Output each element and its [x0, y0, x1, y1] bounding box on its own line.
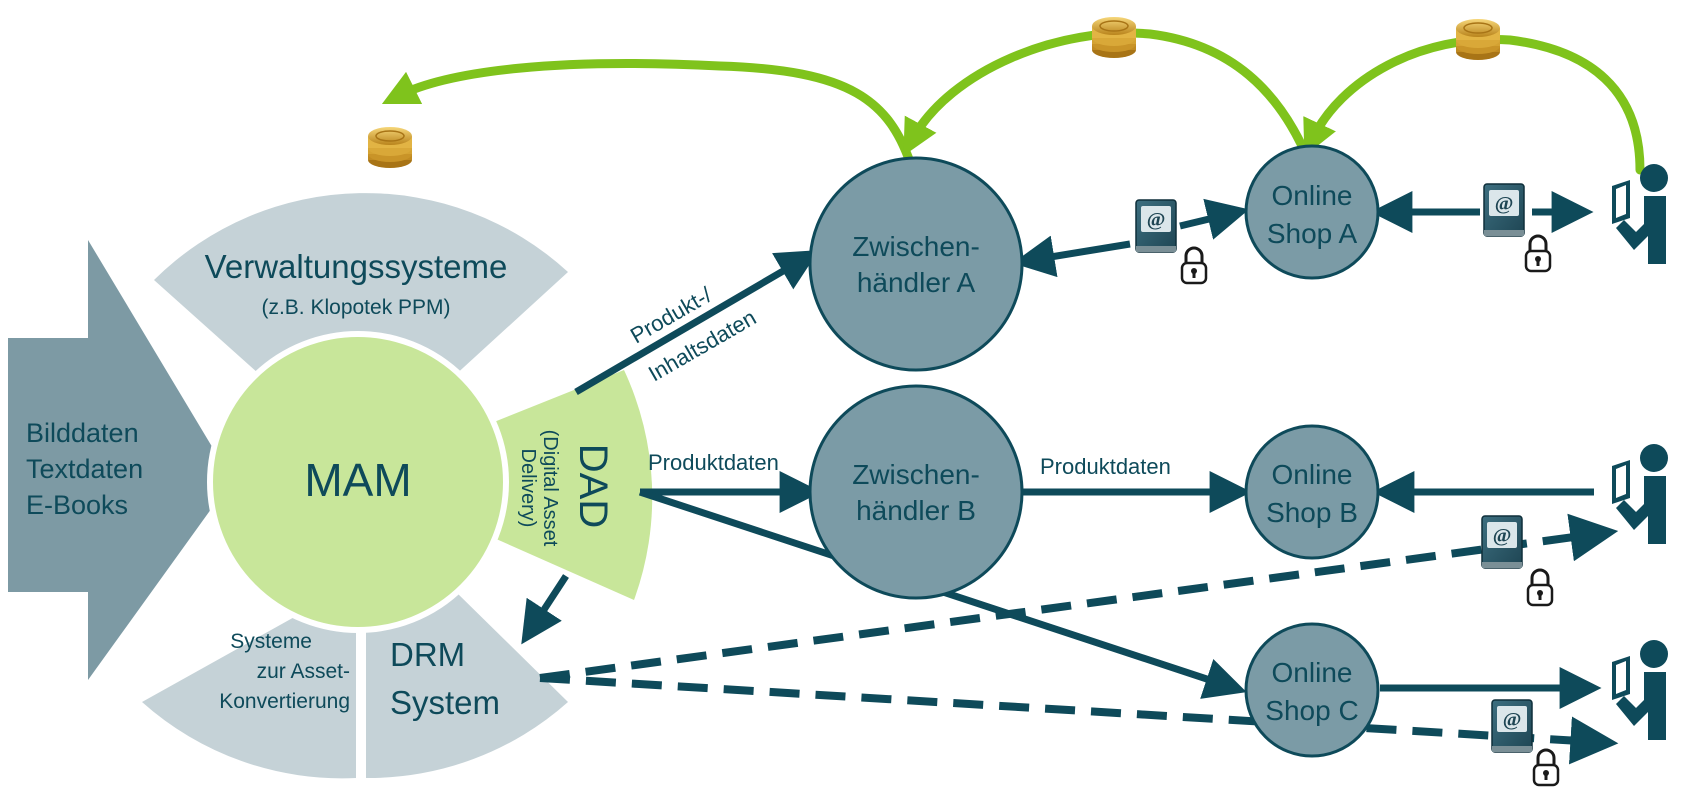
- ebook-at-icon-1: [1135, 199, 1177, 253]
- dad-title: DAD: [571, 444, 615, 528]
- arrow-dad-to-drm: [521, 574, 569, 645]
- shop-b-line-2: Shop B: [1266, 497, 1358, 528]
- arrow-shop-a-to-zw-a: [1012, 235, 1131, 278]
- konvertierung-line-2: zur Asset-: [257, 660, 350, 683]
- flow-label-produktdaten-b: Produktdaten: [1040, 454, 1171, 479]
- padlock-icon-4: [1532, 748, 1560, 787]
- node-online-shop-b: Online Shop B: [1244, 424, 1380, 560]
- zw-a-line-2: händler A: [857, 267, 976, 298]
- padlock-icon-2: [1524, 234, 1552, 273]
- shop-c-line-1: Online: [1272, 657, 1353, 688]
- input-line-3: E-Books: [26, 490, 128, 520]
- reader-person-icon-a: [1612, 164, 1668, 264]
- sector-verwaltung: [154, 193, 568, 382]
- money-arrow-to-shop-a: [1303, 34, 1645, 175]
- drm-delivery-arrows: [539, 513, 1619, 765]
- dashed-arrow-to-reader-c: [539, 674, 1619, 765]
- verwaltung-title: Verwaltungssysteme: [205, 248, 508, 285]
- arrow-mam-to-zw-a: [574, 250, 819, 396]
- shop-a-line-2: Shop A: [1267, 218, 1358, 249]
- shop-a-line-1: Online: [1272, 180, 1353, 211]
- konvertierung-line-3: Konvertierung: [219, 690, 350, 713]
- ebook-at-icon-2: [1483, 183, 1525, 237]
- money-flow-arrows: [381, 28, 1645, 175]
- dashed-arrow-to-reader-b: [539, 513, 1619, 682]
- input-line-1: Bilddaten: [26, 418, 139, 448]
- mam-label: MAM: [304, 454, 411, 506]
- mam-circle: [207, 331, 509, 633]
- input-arrow: Bilddaten Textdaten E-Books: [8, 240, 232, 680]
- node-online-shop-c: Online Shop C: [1244, 622, 1380, 758]
- coin-stack-icon-3: [1455, 18, 1501, 61]
- flow-label-produktdaten-dad: Produktdaten: [648, 450, 779, 475]
- mam-sectors: [142, 193, 653, 779]
- ebook-at-icon-4: [1491, 699, 1533, 753]
- padlock-icon-1: [1180, 246, 1208, 285]
- money-arrow-to-zw-a: [903, 28, 1315, 169]
- sector-konvertierung: [142, 596, 356, 779]
- verwaltung-subtitle: (z.B. Klopotek PPM): [261, 296, 450, 319]
- drm-line-1: DRM: [390, 636, 465, 673]
- konvertierung-line-1: Systeme: [230, 630, 312, 653]
- sector-drm: [366, 590, 568, 779]
- zw-b-line-2: händler B: [856, 495, 976, 526]
- node-zwischenhaendler-a: Zwischen- händler A: [808, 156, 1024, 372]
- reader-person-icon-c: [1612, 640, 1668, 740]
- reader-person-icon-b: [1612, 444, 1668, 544]
- node-online-shop-a: Online Shop A: [1244, 144, 1380, 280]
- input-line-2: Textdaten: [26, 454, 143, 484]
- dad-sub-line-2: Delivery): [517, 449, 539, 528]
- zw-b-line-1: Zwischen-: [852, 459, 980, 490]
- shop-b-line-1: Online: [1272, 459, 1353, 490]
- node-zwischenhaendler-b: Zwischen- händler B: [808, 384, 1024, 600]
- dad-sub-line-1: (Digital Asset: [539, 430, 561, 547]
- arrow-zw-a-to-shop-a: [1179, 198, 1250, 240]
- shop-c-line-2: Shop C: [1265, 695, 1358, 726]
- zw-a-line-1: Zwischen-: [852, 231, 980, 262]
- ebook-at-icon-3: [1481, 515, 1523, 569]
- padlock-icon-3: [1526, 568, 1554, 607]
- sector-dad: [494, 370, 653, 600]
- coin-stack-icon-2: [1091, 16, 1137, 59]
- coin-stack-icon-1: [367, 126, 413, 169]
- money-arrow-to-publisher: [381, 59, 917, 173]
- drm-line-2: System: [390, 684, 500, 721]
